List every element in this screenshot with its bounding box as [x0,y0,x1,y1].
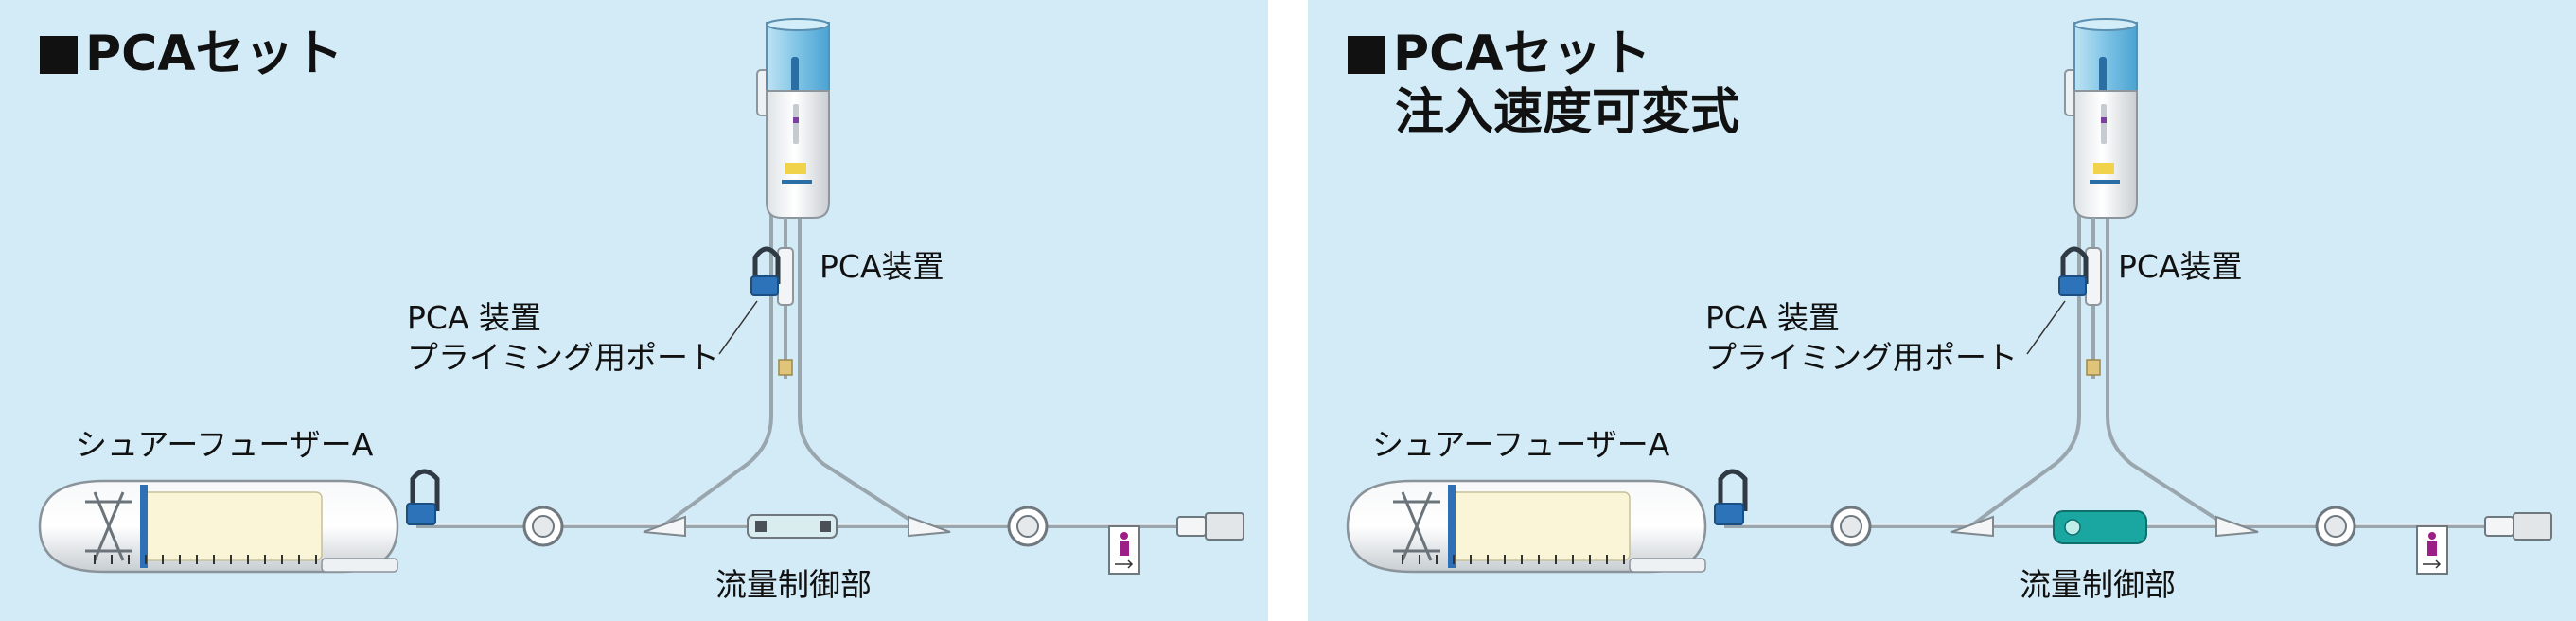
pump-clamp-loop [1718,469,1748,511]
flow-regulator-knob [2064,519,2081,536]
pca-gauge-track [2101,104,2107,144]
patient-arrow-icon [2423,559,2442,569]
label-pca-device: PCA装置 [2118,248,2243,285]
label-priming-port-line1: PCA 装置 [407,299,542,336]
pump-clamp [406,503,436,525]
pca-cap-top [766,18,830,31]
pca-gauge-mark [793,117,799,123]
device-illustration [38,18,1244,575]
y-junction-right [2215,515,2259,538]
label-pump: シュアーフューザーA [76,426,374,463]
y-junction-right [908,515,951,538]
priming-port-clamp-loop [752,246,781,284]
branch-tube-left [1968,104,2081,528]
label-priming-port-line2: プライミング用ポート [1705,339,2018,376]
pca-body [766,90,830,219]
y-junction-left [1950,515,1994,538]
pca-cap-window [791,57,799,95]
y-junction-left [643,515,686,538]
pump-ring [140,485,148,568]
luer-connector-cap [1205,512,1244,541]
label-priming-port-line1: PCA 装置 [1705,299,1841,336]
pca-button-text-mark [782,180,812,184]
luer-connector-cap [2513,512,2552,541]
flow-regulator-mark [755,521,767,532]
priming-port-clamp [2058,275,2087,296]
label-flow-control: 流量制御部 [715,566,872,603]
pca-button-text-mark [2090,180,2120,184]
pump-base [321,558,398,573]
filter-center [2324,515,2347,538]
panel-subtitle: 注入速度可変式 [1395,84,1740,141]
label-flow-control: 流量制御部 [2020,566,2176,603]
filter-center [1016,515,1039,538]
patient-person-icon [1120,541,1129,556]
branch-tube-right [798,104,922,528]
branch-tube-left [661,104,773,528]
pump-frame [1393,491,1440,561]
inline-joint [2086,359,2101,376]
patient-person-icon [1120,532,1128,540]
pca-cap-window [2099,57,2107,95]
leader-line [718,300,758,355]
pca-button-icon [785,163,806,174]
filter-center [532,515,555,538]
pump-clamp-loop [410,469,440,511]
flow-regulator [747,514,838,539]
label-pca-device: PCA装置 [820,248,944,285]
panel-title: PCAセット [40,25,344,83]
pump-ring [1448,485,1456,568]
patient-person-icon [2427,541,2437,556]
patient-arrow-icon [1115,559,1134,569]
flow-regulator-mark [820,521,831,532]
priming-port-clamp [750,275,779,296]
leader-line [2026,300,2066,355]
branch-tube-right [2106,104,2230,528]
patient-person-icon [2428,532,2436,540]
title-square-icon [40,36,78,74]
pump-clamp [1714,503,1744,525]
filter-center [1840,515,1862,538]
panel-title: PCAセット [1348,25,1651,83]
pca-gauge-mark [2101,117,2107,123]
inline-joint [778,359,793,376]
pca-button-icon [2093,163,2114,174]
label-pump: シュアーフューザーA [1372,426,1670,463]
luer-connector [2484,516,2514,537]
pca-gauge-track [793,104,799,144]
pump-reservoir [141,491,323,561]
pump-base [1629,558,1706,573]
diagram-panel-variable-rate: PCAセット 注入速度可変式 PCA装置 PCA 装置 プライミング用ポート シ… [1308,0,2576,621]
diagram-panel-standard: PCAセット PCA装置 PCA 装置 プライミング用ポート シュアーフューザー… [0,0,1268,621]
title-square-icon [1348,36,1385,74]
pump-reservoir [1449,491,1631,561]
pca-cap-top [2073,18,2138,31]
device-illustration [1346,18,2552,575]
pump-frame [85,491,132,561]
luer-connector [1176,516,1207,537]
pca-body [2073,90,2138,219]
flow-regulator-dial [2053,510,2147,544]
label-priming-port-line2: プライミング用ポート [407,339,719,376]
priming-port-clamp-loop [2060,246,2089,284]
